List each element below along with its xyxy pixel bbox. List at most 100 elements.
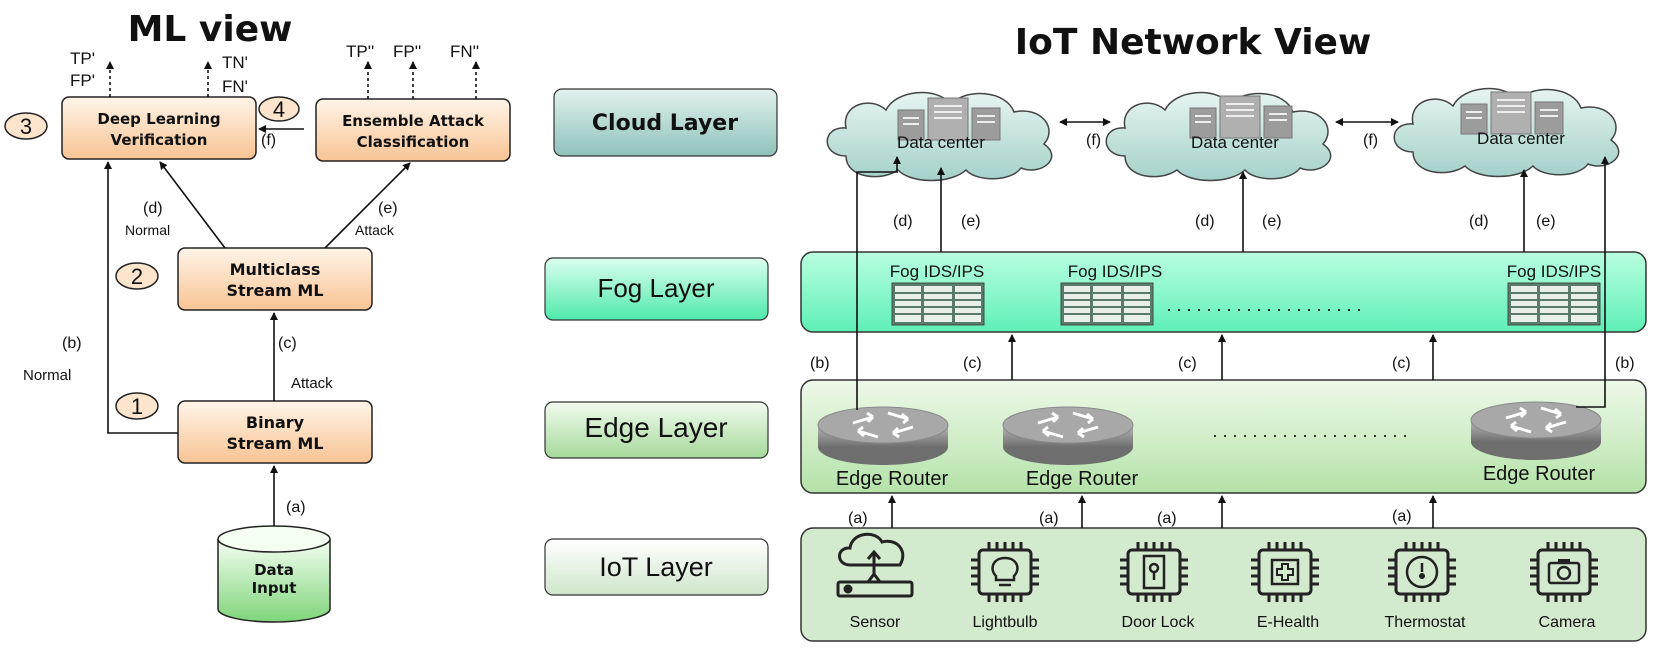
door-lock-icon [1118,540,1190,604]
data-center-label-3: Data center [1477,129,1565,148]
ensemble-attack-classification-box: Ensemble Attack Classification [315,98,511,162]
iot-label-f-2: (f) [1363,132,1378,149]
svg-text:1: 1 [131,394,143,419]
data-input-label-1: Data [254,561,294,579]
binary-stream-ml-box: Binary Stream ML [177,400,373,464]
multiclass-stream-ml-box: Multiclass Stream ML [177,247,373,311]
label-f: (f) [261,132,276,149]
data-center-label-2: Data center [1191,133,1279,152]
edge-router-2: Edge Router [1001,405,1138,490]
label-a: (a) [286,499,306,516]
iot-label-d-2: (d) [1195,213,1215,230]
iot-label-b-left: (b) [810,355,830,372]
binary-label-2: Stream ML [226,434,323,453]
iot-label-e-3: (e) [1536,213,1556,230]
iot-label-c-1: (c) [963,355,982,372]
rack-icon [1060,282,1154,326]
step-badge-2: 2 [115,262,159,290]
fog-node-2: Fog IDS/IPS [1060,262,1162,326]
deep-learning-label-1: Deep Learning [97,110,220,128]
output-tn1: TN' [222,53,248,72]
fog-layer-container [800,251,1647,333]
iot-label-e-1: (e) [961,213,981,230]
router-icon [1469,400,1603,462]
fog-node-label-3: Fog IDS/IPS [1507,262,1601,281]
multiclass-label-1: Multiclass [230,260,321,279]
label-d: (d) [143,200,163,217]
data-input-cylinder: Data Input [217,525,331,623]
iot-label-e-2: (e) [1262,213,1282,230]
arrow-e [324,162,411,249]
iot-label-b-right: (b) [1615,355,1635,372]
iot-view-title: IoT Network View [1015,22,1371,63]
sensor-icon [836,532,914,598]
iot-label-a-4: (a) [1392,508,1412,525]
svg-text:Edge Layer: Edge Layer [584,412,727,443]
device-lightbulb: Lightbulb [969,540,1041,631]
label-c-note: Attack [291,375,333,392]
iot-label-d-3: (d) [1469,213,1489,230]
device-label-lightbulb: Lightbulb [973,614,1038,631]
fog-ellipsis: . . . . . . . . . . . . . . . . . . . . [1166,295,1361,315]
edge-router-3: Edge Router [1469,400,1603,485]
device-label-door-lock: Door Lock [1122,614,1196,631]
fog-node-label-1: Fog IDS/IPS [890,262,984,281]
data-center-cloud-1: Data center [826,91,1053,182]
iot-arrow-b-right [1576,156,1609,408]
binary-label-1: Binary [246,413,305,432]
edge-router-1: Edge Router [816,405,950,490]
rack-icon [891,282,985,326]
iot-label-a-3: (a) [1157,510,1177,527]
device-label-sensor: Sensor [850,614,901,631]
router-icon [816,405,950,467]
router-icon [1001,405,1135,467]
fog-node-label-2: Fog IDS/IPS [1068,262,1162,281]
fog-layer-label: Fog Layer [544,257,769,321]
device-thermostat: Thermostat [1385,540,1466,631]
ml-arrows [104,61,480,526]
device-label-thermostat: Thermostat [1385,614,1466,631]
label-e-note: Attack [355,222,395,238]
iot-label-d-1: (d) [893,213,913,230]
output-fp1: FP' [70,71,95,90]
data-center-label-1: Data center [897,133,985,152]
output-fp2: FP'' [393,42,421,61]
rack-icon [1507,282,1601,326]
output-tp1: TP' [70,49,95,68]
ensemble-label-1: Ensemble Attack [342,112,485,130]
step-badge-4: 4 [258,96,300,122]
device-door-lock: Door Lock [1118,540,1196,631]
iot-layer-label: IoT Layer [544,538,769,596]
svg-text:Cloud Layer: Cloud Layer [592,111,738,136]
label-e: (e) [378,200,398,217]
label-b-note: Normal [23,367,71,384]
lightbulb-icon [969,540,1041,604]
iot-label-f-1: (f) [1086,132,1101,149]
iot-label-a-2: (a) [1039,510,1059,527]
edge-ellipsis: . . . . . . . . . . . . . . . . . . . . [1212,421,1407,441]
svg-text:IoT Layer: IoT Layer [599,552,713,582]
arrow-d [159,161,226,249]
svg-text:3: 3 [20,114,32,139]
camera-icon [1528,540,1600,604]
edge-router-label-3: Edge Router [1483,463,1596,485]
output-tp2: TP'' [346,42,374,61]
thermostat-icon [1386,540,1458,604]
edge-layer-label: Edge Layer [544,401,769,459]
output-fn1: FN' [222,77,248,96]
label-c: (c) [278,335,297,352]
fog-node-3: Fog IDS/IPS [1507,262,1601,326]
label-b: (b) [62,335,82,352]
arrow-b [104,161,178,434]
iot-arrows [856,118,1609,528]
data-center-cloud-2: Data center [1105,91,1332,182]
iot-label-c-3: (c) [1392,355,1411,372]
iot-label-a-1: (a) [848,510,868,527]
iot-arrow-b-left [856,156,901,410]
edge-router-label-1: Edge Router [836,468,949,490]
device-camera: Camera [1528,540,1600,631]
step-badge-1: 1 [115,392,159,420]
multiclass-label-2: Stream ML [226,281,323,300]
step-badge-3: 3 [4,112,48,140]
